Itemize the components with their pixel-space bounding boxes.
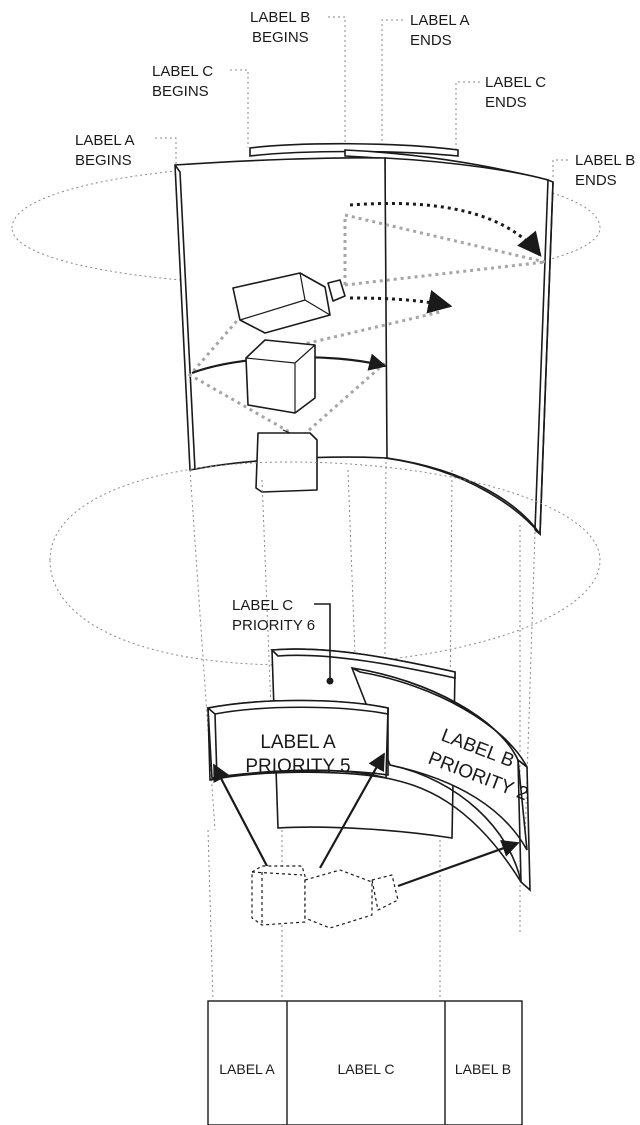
lower-camera-coverage bbox=[213, 752, 520, 929]
lower-ellipse bbox=[49, 461, 601, 666]
table-cell-label-a: LABEL A bbox=[219, 1061, 275, 1077]
label-c-priority-callout bbox=[314, 603, 334, 685]
camera-icon bbox=[245, 339, 316, 414]
top-wall bbox=[174, 142, 554, 537]
camera-icon bbox=[251, 865, 306, 926]
coverage-table: LABEL A LABEL C LABEL B bbox=[207, 1000, 523, 1125]
table-cell-label-b: LABEL B bbox=[455, 1061, 511, 1077]
table-cell-label-c: LABEL C bbox=[337, 1061, 394, 1077]
lower-wall bbox=[206, 648, 531, 892]
callout-leaders bbox=[155, 16, 568, 178]
upper-camera-coverage bbox=[187, 201, 546, 493]
